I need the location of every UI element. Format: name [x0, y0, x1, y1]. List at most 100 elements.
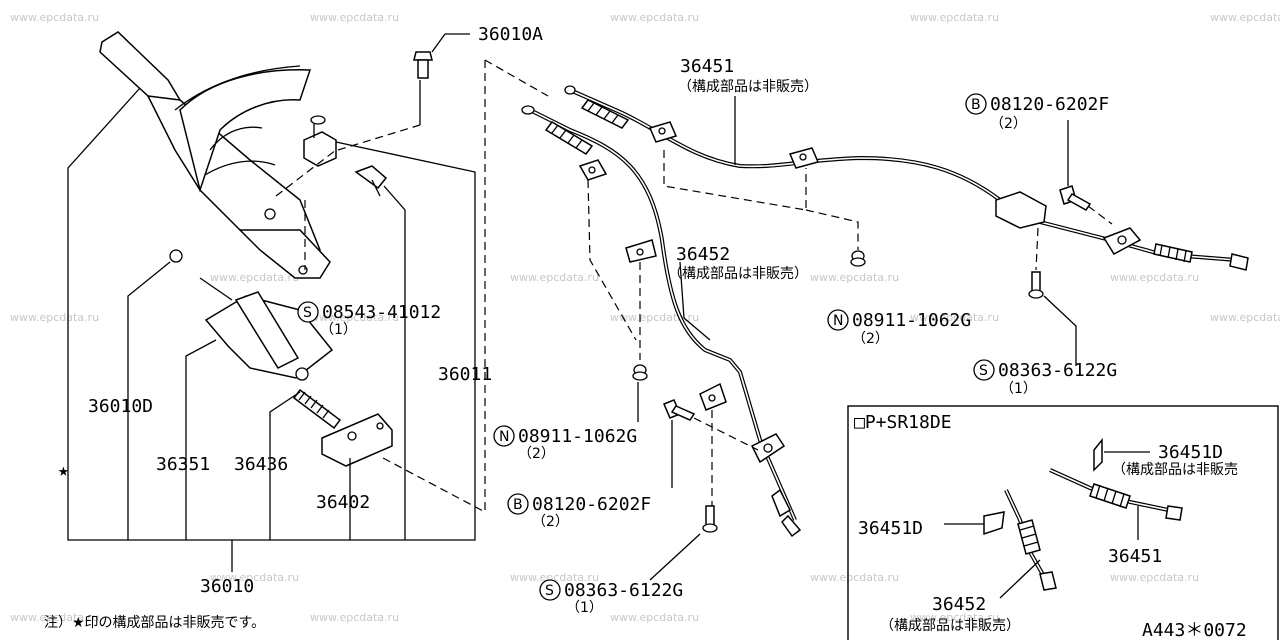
- cable-36452: [521, 105, 802, 538]
- watermark: www.epcdata.ru: [310, 11, 399, 24]
- inset-label-36451d-note: （構成部品は非販売: [1112, 462, 1238, 478]
- watermark: www.epcdata.ru: [310, 311, 399, 324]
- prefix-b: B: [971, 97, 981, 113]
- inset-label-36451d-top: 36451D: [1158, 442, 1223, 463]
- nut-08911-left: [632, 364, 648, 381]
- cable-boot: [580, 99, 630, 129]
- inset-label-36451: 36451: [1108, 546, 1162, 567]
- watermark: www.epcdata.ru: [10, 311, 99, 324]
- prefix-n: N: [499, 429, 509, 445]
- guide-bracket: [234, 291, 300, 369]
- watermark: www.epcdata.ru: [310, 611, 399, 624]
- watermark: www.epcdata.ru: [910, 311, 999, 324]
- label-36402: 36402: [316, 492, 370, 513]
- bolt-08120-right: [1059, 185, 1092, 211]
- label-08911-right-qty: （2）: [852, 331, 889, 347]
- inset-title: □P+SR18DE: [854, 412, 952, 433]
- watermark: www.epcdata.ru: [10, 611, 99, 624]
- cable-boot: [544, 121, 594, 155]
- inset-label-36451d-left: 36451D: [858, 518, 923, 539]
- watermark: www.epcdata.ru: [610, 611, 699, 624]
- label-36451-note: （構成部品は非販売）: [678, 79, 818, 95]
- prefix-n: N: [833, 313, 843, 329]
- cable-spring: [1153, 243, 1193, 263]
- leader-lines-left: [67, 33, 549, 572]
- watermark: www.epcdata.ru: [210, 271, 299, 284]
- watermark: www.epcdata.ru: [510, 271, 599, 284]
- middle-hardware: [632, 185, 1092, 533]
- label-08120-left-qty: （2）: [532, 514, 569, 530]
- footer-note: 注）★印の構成部品は非販売です。: [44, 615, 265, 631]
- lever-bracket: [238, 229, 331, 279]
- watermarks: www.epcdata.ru www.epcdata.ru www.epcdat…: [10, 11, 1280, 624]
- prefix-s: S: [979, 363, 988, 379]
- label-36452-note: （構成部品は非販売）: [668, 266, 808, 282]
- nut-36010d: [169, 249, 183, 263]
- watermark: www.epcdata.ru: [1110, 571, 1199, 584]
- label-36010d: 36010D: [88, 396, 153, 417]
- prefix-s: S: [303, 305, 312, 321]
- screw-08543: [354, 165, 388, 197]
- prefix-n-icon: [827, 309, 849, 331]
- star-mark: ★: [58, 460, 69, 481]
- prefix-s-icon: [297, 301, 319, 323]
- bracket-hole: [264, 208, 276, 220]
- inset-panel: [847, 405, 1279, 640]
- inset-label-36452: 36452: [932, 594, 986, 615]
- screw-08363-right: [1028, 271, 1044, 299]
- screw-08363-left: [702, 505, 718, 533]
- label-08120-right: 08120-6202F: [990, 94, 1109, 115]
- watermark: www.epcdata.ru: [910, 611, 999, 624]
- spring-36436: [292, 388, 342, 430]
- bolt-08120-left: [663, 399, 696, 421]
- cable-mount: [995, 191, 1047, 229]
- watermark: www.epcdata.ru: [810, 271, 899, 284]
- watermark: www.epcdata.ru: [810, 571, 899, 584]
- inset-cable-36451: [1049, 468, 1183, 540]
- watermark: www.epcdata.ru: [10, 11, 99, 24]
- leader-lines-middle: [587, 96, 1113, 581]
- label-08543-41012-qty: （1）: [320, 322, 357, 338]
- label-08911-right: 08911-1062G: [852, 310, 971, 331]
- label-08120-left: 08120-6202F: [532, 494, 651, 515]
- label-36452: 36452: [676, 244, 730, 265]
- labels: 36010A 36451 （構成部品は非販売） B 08120-6202F （2…: [44, 24, 1247, 640]
- watermark: www.epcdata.ru: [210, 571, 299, 584]
- prefix-s-icon: [539, 579, 561, 601]
- cable-clip: [303, 131, 337, 167]
- label-08363-left: 08363-6122G: [564, 580, 683, 601]
- bracket-hole: [298, 265, 308, 275]
- label-36010a: 36010A: [478, 24, 543, 45]
- label-08543-41012: 08543-41012: [322, 302, 441, 323]
- prefix-s: S: [545, 583, 554, 599]
- inset-clip-left: [983, 511, 1005, 536]
- inset-clip-top: [1093, 437, 1103, 472]
- inset-label-36452-note: （構成部品は非販売）: [880, 618, 1020, 634]
- nut-08911-right: [850, 250, 866, 267]
- watermark: www.epcdata.ru: [1210, 311, 1280, 324]
- prefix-b-icon: [965, 93, 987, 115]
- label-08363-right: 08363-6122G: [998, 360, 1117, 381]
- label-36011: 36011: [438, 364, 492, 385]
- figure-code: A443＊0072: [1142, 620, 1247, 640]
- label-08911-left: 08911-1062G: [518, 426, 637, 447]
- watermark: www.epcdata.ru: [1210, 11, 1280, 24]
- prefix-b: B: [513, 497, 523, 513]
- adjuster-36402: [321, 413, 393, 467]
- watermark: www.epcdata.ru: [510, 571, 599, 584]
- label-36351: 36351: [156, 454, 210, 475]
- label-08363-right-qty: （1）: [1000, 381, 1037, 397]
- label-08120-right-qty: （2）: [990, 116, 1027, 132]
- watermark: www.epcdata.ru: [910, 11, 999, 24]
- label-36451: 36451: [680, 56, 734, 77]
- watermark: www.epcdata.ru: [1110, 271, 1199, 284]
- lever-boot: [179, 69, 312, 193]
- label-36010: 36010: [200, 576, 254, 597]
- cable-36451: [564, 85, 1249, 271]
- prefix-b-icon: [507, 493, 529, 515]
- label-36436: 36436: [234, 454, 288, 475]
- label-08911-left-qty: （2）: [518, 446, 555, 462]
- inset-cable-36452: [999, 489, 1057, 599]
- bolt-36010a: [413, 51, 433, 79]
